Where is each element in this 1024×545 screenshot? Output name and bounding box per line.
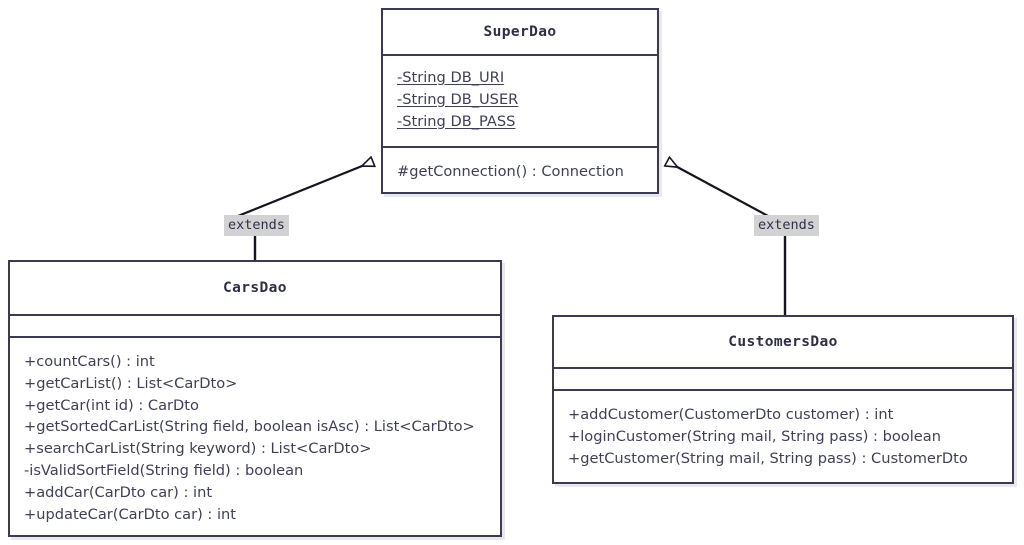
- generalization-arrow-carsdao: [237, 162, 372, 218]
- operation-row: +addCar(CarDto car) : int: [24, 483, 213, 501]
- generalization-arrow-customersdao: [668, 162, 769, 217]
- attribute-row: -String DB_URI: [397, 69, 505, 86]
- generalization-customersdao-superdao: [668, 162, 787, 316]
- uml-class-carsdao[interactable]: CarsDao +countCars() : int +getCarList()…: [8, 260, 502, 537]
- operations-compartment-superdao: #getConnection() : Connection: [383, 146, 657, 194]
- operation-row: +updateCar(CarDto car) : int: [24, 505, 237, 523]
- relationship-label-extends-customersdao: extends: [754, 215, 819, 236]
- operation-row: +getCustomer(String mail, String pass) :…: [568, 449, 968, 467]
- attributes-compartment-customersdao: [554, 367, 1012, 389]
- operation-row: +loginCustomer(String mail, String pass)…: [568, 427, 941, 445]
- operations-compartment-customersdao: +addCustomer(CustomerDto customer) : int…: [554, 389, 1012, 479]
- operation-row: +addCustomer(CustomerDto customer) : int: [568, 406, 894, 423]
- operation-row: +getCarList() : List<CarDto>: [24, 374, 238, 392]
- operation-row: +getSortedCarList(String field, boolean …: [24, 418, 475, 436]
- operation-row: +getCar(int id) : CarDto: [24, 396, 199, 414]
- class-name-superdao: SuperDao: [483, 24, 557, 40]
- attributes-compartment-superdao: -String DB_URI -String DB_USER -String D…: [383, 54, 657, 146]
- relationship-label-extends-carsdao: extends: [224, 215, 289, 236]
- attribute-row: -String DB_PASS: [397, 112, 516, 130]
- operation-row: #getConnection() : Connection: [397, 163, 624, 180]
- attribute-row: -String DB_USER: [397, 90, 519, 108]
- uml-class-customersdao[interactable]: CustomersDao +addCustomer(CustomerDto cu…: [552, 315, 1014, 484]
- operation-row: +countCars() : int: [24, 353, 155, 370]
- uml-class-superdao[interactable]: SuperDao -String DB_URI -String DB_USER …: [381, 8, 659, 194]
- operations-compartment-carsdao: +countCars() : int +getCarList() : List<…: [10, 336, 500, 535]
- class-name-customersdao: CustomersDao: [728, 334, 838, 350]
- operation-row: -isValidSortField(String field) : boolea…: [24, 461, 304, 479]
- operation-row: +searchCarList(String keyword) : List<Ca…: [24, 440, 372, 458]
- generalization-carsdao-superdao: [237, 162, 372, 261]
- attributes-compartment-carsdao: [10, 314, 500, 336]
- class-name-carsdao: CarsDao: [223, 280, 287, 296]
